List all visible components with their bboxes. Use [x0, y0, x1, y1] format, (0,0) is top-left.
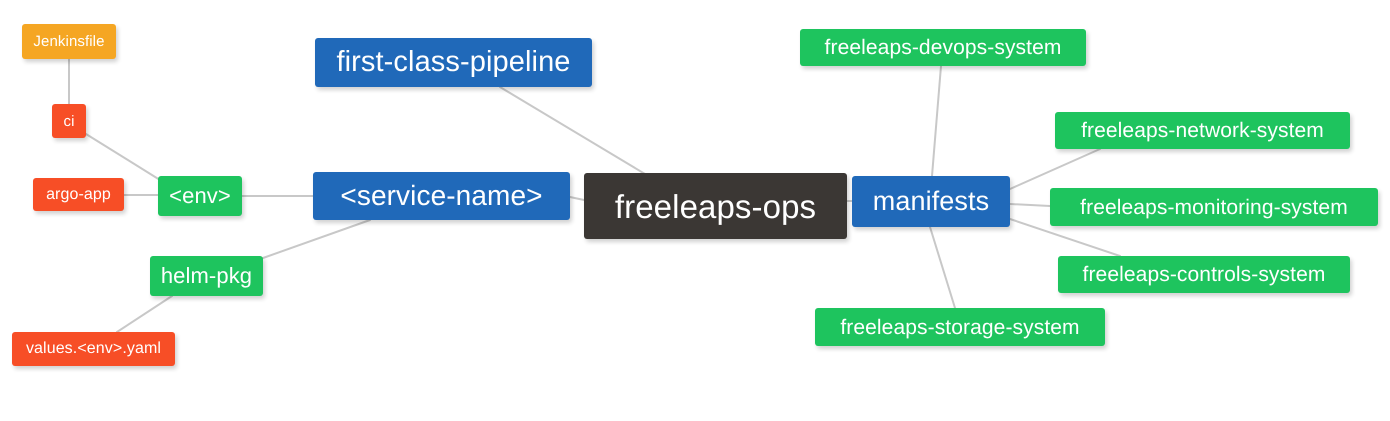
- node-ci[interactable]: ci: [52, 104, 86, 138]
- edge-manifests-to-network-system: [1009, 148, 1101, 190]
- node-storage-system[interactable]: freeleaps-storage-system: [815, 308, 1105, 346]
- edge-values-yaml-to-helm-pkg: [116, 295, 173, 333]
- node-first-class-pipeline[interactable]: first-class-pipeline: [315, 38, 592, 87]
- edge-manifests-to-devops-system: [931, 65, 942, 177]
- node-manifests[interactable]: manifests: [852, 176, 1010, 227]
- edge-ci-to-env: [85, 133, 161, 181]
- edge-service-name-to-freeleaps-ops: [569, 196, 585, 201]
- node-network-system[interactable]: freeleaps-network-system: [1055, 112, 1350, 149]
- node-env[interactable]: <env>: [158, 176, 242, 216]
- node-jenkinsfile[interactable]: Jenkinsfile: [22, 24, 116, 59]
- edge-helm-pkg-to-service-name: [262, 219, 371, 259]
- node-controls-system[interactable]: freeleaps-controls-system: [1058, 256, 1350, 293]
- node-devops-system[interactable]: freeleaps-devops-system: [800, 29, 1086, 66]
- node-helm-pkg[interactable]: helm-pkg: [150, 256, 263, 296]
- node-service-name[interactable]: <service-name>: [313, 172, 570, 220]
- node-monitoring-system[interactable]: freeleaps-monitoring-system: [1050, 188, 1378, 226]
- node-values-yaml[interactable]: values.<env>.yaml: [12, 332, 175, 366]
- edge-manifests-to-storage-system: [929, 226, 956, 309]
- edge-first-class-pipeline-to-freeleaps-ops: [499, 86, 646, 175]
- edge-manifests-to-monitoring-system: [1009, 203, 1051, 207]
- node-argo-app[interactable]: argo-app: [33, 178, 124, 211]
- node-freeleaps-ops[interactable]: freeleaps-ops: [584, 173, 847, 239]
